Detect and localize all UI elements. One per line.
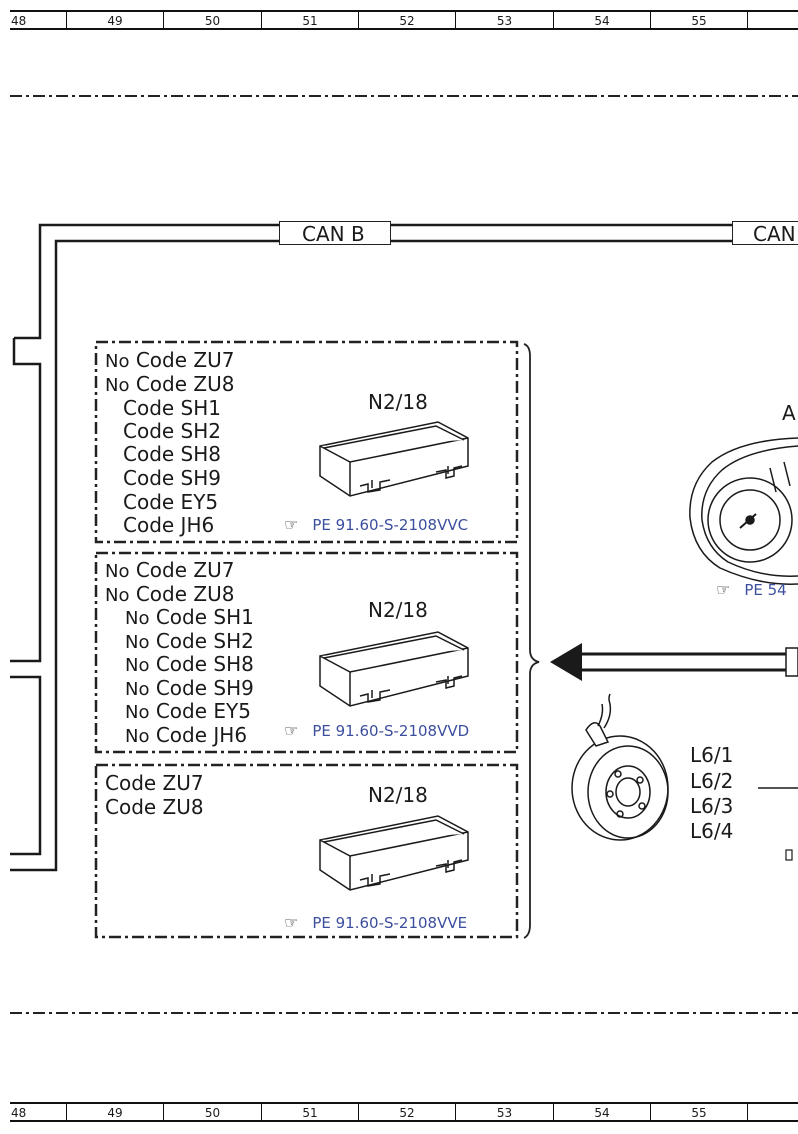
pointing-hand-icon: ☞ <box>284 913 299 932</box>
reference-link[interactable]: ☞PE 91.60-S-2108VVC <box>284 515 469 534</box>
grid-column-number: 52 <box>358 12 455 28</box>
code-condition-line: No Code ZU7 <box>105 348 235 372</box>
code-condition-line: Code SH1 <box>123 396 222 420</box>
can-b-label-box: CAN B <box>279 221 391 245</box>
sensor-label: L6/4 <box>690 819 734 843</box>
code-condition-line: No Code EY5 <box>125 699 251 723</box>
reference-link[interactable]: ☞PE 91.60-S-2108VVD <box>284 721 470 740</box>
code-condition-line: No Code ZU7 <box>105 558 235 582</box>
code-condition-line: No Code SH1 <box>125 605 254 629</box>
panel-frame-2 <box>94 551 519 754</box>
code-condition-line: No Code SH8 <box>125 652 254 676</box>
sensor-label: L6/3 <box>690 794 734 818</box>
cluster-label-partial: A <box>782 401 796 425</box>
grid-ruler-bottom: 48 49 50 51 52 53 54 55 <box>10 1102 798 1122</box>
can-b-bus-wires <box>10 223 732 872</box>
grid-column-number: 53 <box>455 1104 553 1120</box>
grid-column-number: 52 <box>358 1104 455 1120</box>
code-condition-line: No Code JH6 <box>125 723 248 747</box>
brake-disc-sensor-icon <box>571 693 669 841</box>
reference-link[interactable]: ☞PE 91.60-S-2108VVE <box>284 913 468 932</box>
code-condition-line: Code ZU7 <box>105 771 204 795</box>
instrument-cluster-icon <box>689 437 798 585</box>
code-condition-line: Code EY5 <box>123 490 219 514</box>
sensor-label: L6/1 <box>690 743 734 767</box>
pointing-hand-icon: ☞ <box>716 580 731 599</box>
code-condition-line: Code SH8 <box>123 442 222 466</box>
control-unit-icon <box>319 421 469 497</box>
grid-column-number: 53 <box>455 12 553 28</box>
control-unit-icon <box>319 815 469 891</box>
grid-column-number: 48 <box>11 14 27 28</box>
can-label-box-partial: CAN <box>732 221 798 245</box>
grid-column-number: 55 <box>650 12 747 28</box>
connector-stub <box>785 849 793 861</box>
grid-column-number: 55 <box>650 1104 747 1120</box>
grid-ruler-top: 48 49 50 51 52 53 54 55 <box>10 10 798 30</box>
component-label: N2/18 <box>368 390 428 414</box>
variant-panel-frames <box>94 340 519 939</box>
grid-column-blank <box>747 1104 798 1120</box>
grid-column-number: 50 <box>163 12 261 28</box>
grid-column-number: 49 <box>66 1104 163 1120</box>
pointing-hand-icon: ☞ <box>284 721 299 740</box>
code-condition-line: No Code ZU8 <box>105 582 235 606</box>
code-condition-line: No Code ZU8 <box>105 372 235 396</box>
code-condition-line: Code ZU8 <box>105 795 204 819</box>
component-label: N2/18 <box>368 598 428 622</box>
code-condition-line: No Code SH2 <box>125 629 254 653</box>
pointing-hand-icon: ☞ <box>284 515 299 534</box>
grid-column-number: 48 <box>11 1106 27 1120</box>
code-condition-line: Code SH9 <box>123 466 222 490</box>
reference-link[interactable]: ☞PE 54 <box>716 580 787 599</box>
grid-column-number: 54 <box>553 12 650 28</box>
code-condition-line: No Code SH9 <box>125 676 254 700</box>
grid-column-blank <box>747 12 798 28</box>
grid-column-number: 49 <box>66 12 163 28</box>
code-condition-line: Code JH6 <box>123 513 215 537</box>
sensor-label: L6/2 <box>690 769 734 793</box>
grid-column-number: 54 <box>553 1104 650 1120</box>
grid-column-number: 51 <box>261 12 358 28</box>
control-unit-icon <box>319 631 469 707</box>
panel-frame-3 <box>94 763 519 939</box>
grid-column-number: 50 <box>163 1104 261 1120</box>
grouping-brace <box>523 343 540 939</box>
code-condition-line: Code SH2 <box>123 419 222 443</box>
grid-column-number: 51 <box>261 1104 358 1120</box>
signal-arrow <box>550 643 798 681</box>
component-label: N2/18 <box>368 783 428 807</box>
panel-frame-1 <box>94 340 519 544</box>
